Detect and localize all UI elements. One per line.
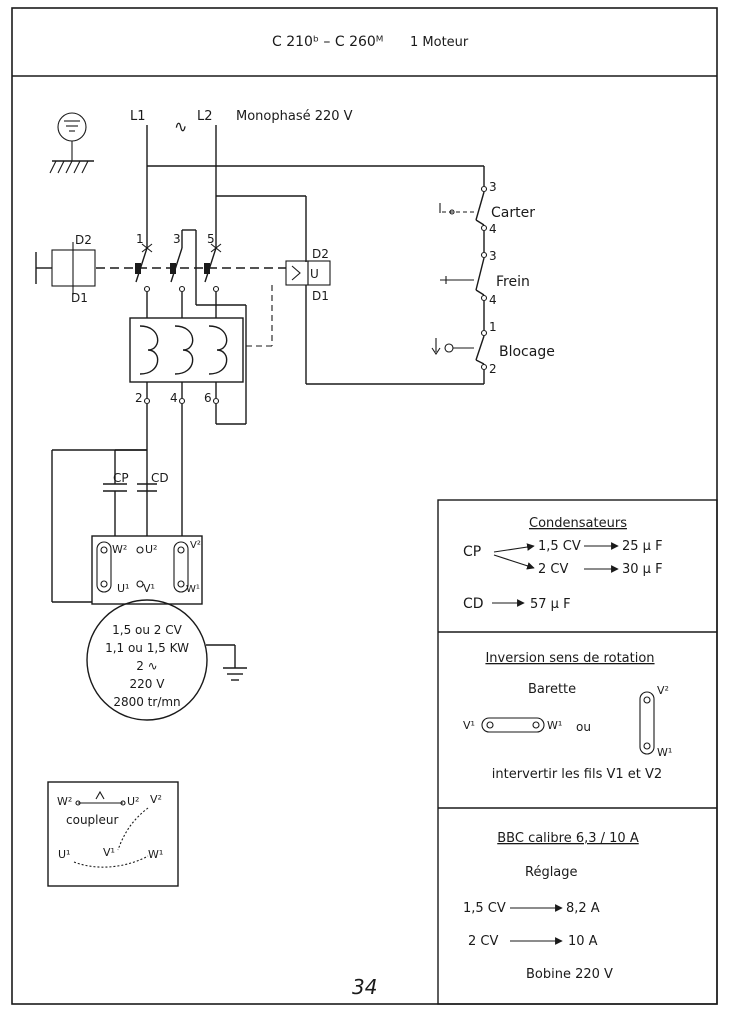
capacitor-bank: CP CD [51,404,183,603]
coupler-u2: U² [127,795,139,808]
motor: 1,5 ou 2 CV 1,1 ou 1,5 KW 2 ∿ 220 V 2800… [86,599,247,721]
safety-carter: Carter [491,205,535,221]
condensateurs-row1-value: 25 µ F [622,539,663,554]
bbc-row2-a: 10 A [568,934,598,949]
coil-d1: D1 [312,289,329,303]
term-v1: V¹ [143,582,155,595]
frein-t3: 3 [489,249,497,263]
panel-inversion: Inversion sens de rotation Barette V¹ W¹… [463,651,672,782]
blocage-t1: 1 [489,320,497,334]
blocage-t2: 2 [489,362,497,376]
barette-horizontal [481,717,545,733]
condensateurs-row1-cv: 1,5 CV [538,539,581,554]
coupler-diagram: W² U² V² coupleur U¹ V¹ W¹ [47,781,179,887]
switch-d2: D2 [75,233,92,247]
supply-label: Monophasé 220 V [236,109,353,124]
term-w2: W² [112,543,127,556]
coil-label: U [310,267,319,281]
pole-1-label: 1 [136,232,144,246]
header-motor-count: 1 Moteur [410,35,469,50]
coil-u: U D2 D1 [246,247,331,347]
coupler-v2: V² [150,793,162,806]
bbc-row1-cv: 1,5 CV [463,901,506,916]
term-v2: V² [190,540,201,551]
cap-cp-label: CP [113,471,129,485]
terminal-box: W² U² V² U¹ V¹ W¹ [91,535,203,605]
inversion-w1: W¹ [547,719,562,732]
relay-out-4: 4 [170,391,178,405]
bbc-bobine: Bobine 220 V [526,967,613,982]
pole-5-label: 5 [207,232,215,246]
coupler-w1: W¹ [148,848,163,861]
main-switch: D2 D1 1 3 5 [35,230,286,318]
condensateurs-title: Condensateurs [529,516,627,531]
motor-phase: 2 ∿ [136,659,158,673]
term-u2: U² [145,543,157,556]
carter-t4: 4 [489,222,497,236]
header-model: C 210ᵇ – C 260ᴹ [272,34,383,50]
supply-l1: L1 [130,109,146,124]
condensateurs-row2-value: 30 µ F [622,562,663,577]
bbc-title: BBC calibre 6,3 / 10 A [497,831,639,846]
condensateurs-row2-cv: 2 CV [538,562,568,577]
motor-voltage: 220 V [130,677,166,691]
safety-blocage: Blocage [499,344,555,360]
ground-icon [49,112,94,174]
motor-power-kw: 1,1 ou 1,5 KW [105,641,189,655]
coil-d2: D2 [312,247,329,261]
inversion-ou: ou [576,720,591,734]
relay-out-6: 6 [204,391,212,405]
bbc-row1-a: 8,2 A [566,901,600,916]
coupler-label: coupleur [66,813,118,827]
page-number: 34 [352,975,377,999]
coupler-w2: W² [57,795,72,808]
bbc-row2-cv: 2 CV [468,934,498,949]
bbc-reglage: Réglage [525,865,578,880]
inversion-w1b: W¹ [657,746,672,759]
relay-out-2: 2 [135,391,143,405]
thermal-relay: 2 4 6 [129,304,247,425]
coupler-u1: U¹ [58,848,70,861]
supply-ac-symbol: ∿ [174,117,187,136]
info-panels [437,499,718,1005]
safety-chain: 3 4 Carter 3 4 Frein 1 2 Blocage [431,180,555,376]
inversion-v1: V¹ [463,719,475,732]
inversion-title: Inversion sens de rotation [485,651,654,666]
condensateurs-cp: CP [463,544,481,560]
frein-t4: 4 [489,293,497,307]
supply-l2: L2 [197,109,213,124]
inversion-v2: V² [657,684,669,697]
carter-t3: 3 [489,180,497,194]
switch-d1: D1 [71,291,88,305]
motor-speed: 2800 tr/mn [113,695,180,709]
condensateurs-cd-value: 57 µ F [530,597,571,612]
panel-condensateurs: Condensateurs CP 1,5 CV 25 µ F 2 CV 30 µ… [463,516,663,612]
inversion-note: intervertir les fils V1 et V2 [492,767,662,782]
term-u1: U¹ [117,582,129,595]
coupler-v1: V¹ [103,846,115,859]
cap-cd-label: CD [151,471,169,485]
motor-power-cv: 1,5 ou 2 CV [112,623,182,637]
inversion-barette: Barette [528,682,576,697]
page-frame [11,7,718,1005]
term-w1: W¹ [186,584,200,595]
barette-vertical [639,691,655,755]
panel-bbc: BBC calibre 6,3 / 10 A Réglage 1,5 CV 8,… [463,831,639,982]
pole-3-label: 3 [173,232,181,246]
safety-frein: Frein [496,274,530,290]
condensateurs-cd: CD [463,596,484,612]
